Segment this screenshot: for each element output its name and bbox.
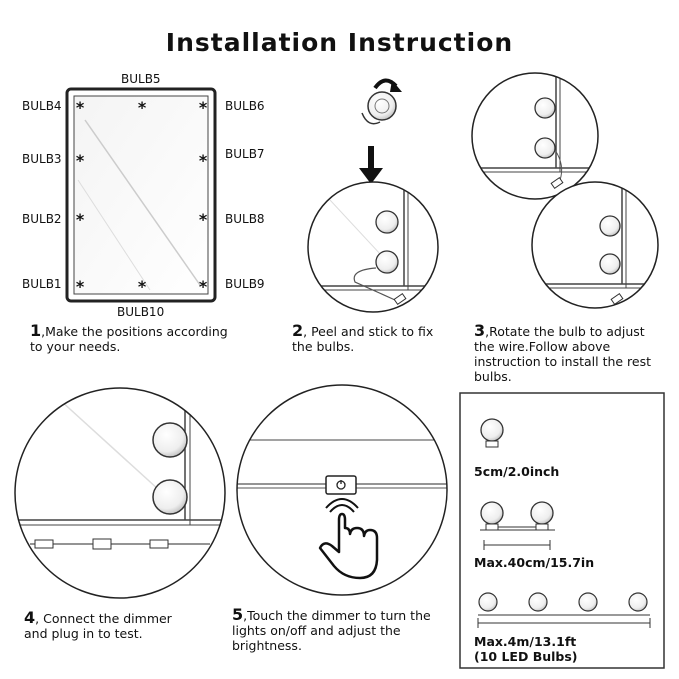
step-5-text: 5,Touch the dimmer to turn the lights on… [232,605,431,654]
step-1-text: 1,Make the positions according to your n… [30,321,228,355]
bulb10-label: BULB10 [117,305,165,319]
bulb6-label: BULB6 [225,99,265,113]
svg-text:*: * [199,210,208,229]
bulb3-label: BULB3 [22,152,62,166]
step-number: 4 [24,608,36,627]
dimmer-switch-icon [325,475,357,495]
step-number: 3 [474,321,486,340]
svg-text:*: * [199,98,208,117]
step-4-text: 4, Connect the dimmer and plug in to tes… [24,608,172,642]
svg-text:*: * [138,277,147,296]
svg-text:*: * [76,151,85,170]
spec-bulb-size: 5cm/2.0inch [474,464,560,479]
svg-text:*: * [76,210,85,229]
touch-hand-icon [318,498,379,580]
step-number: 2 [292,321,304,340]
step-2-text: 2, Peel and stick to fix the bulbs. [292,321,434,355]
mirror-diagram-icon: * * * * * * * * * * [65,87,217,303]
spec-bulbs [477,418,651,628]
bulb7-label: BULB7 [225,147,265,161]
spec-bulb-count: (10 LED Bulbs) [474,649,578,664]
spec-spacing: Max.40cm/15.7in [474,555,595,570]
svg-text:*: * [76,98,85,117]
bulb4-label: BULB4 [22,99,62,113]
page-title: Installation Instruction [165,28,514,57]
bulb1-label: BULB1 [22,277,62,291]
bulb-icon [361,91,397,125]
rotate-arrow-icon [373,78,402,92]
step-3-text: 3,Rotate the bulb to adjust the wire.Fol… [474,321,652,385]
bulb2-label: BULB2 [22,212,62,226]
svg-text:*: * [138,98,147,117]
step-number: 5 [232,605,244,624]
down-arrow-icon [359,146,383,184]
svg-text:*: * [76,277,85,296]
spec-total-length: Max.4m/13.1ft [474,634,577,649]
bulb9-label: BULB9 [225,277,265,291]
step-number: 1 [30,321,42,340]
svg-text:*: * [199,277,208,296]
bulb8-label: BULB8 [225,212,265,226]
svg-text:*: * [199,151,208,170]
bulb5-label: BULB5 [121,72,161,86]
